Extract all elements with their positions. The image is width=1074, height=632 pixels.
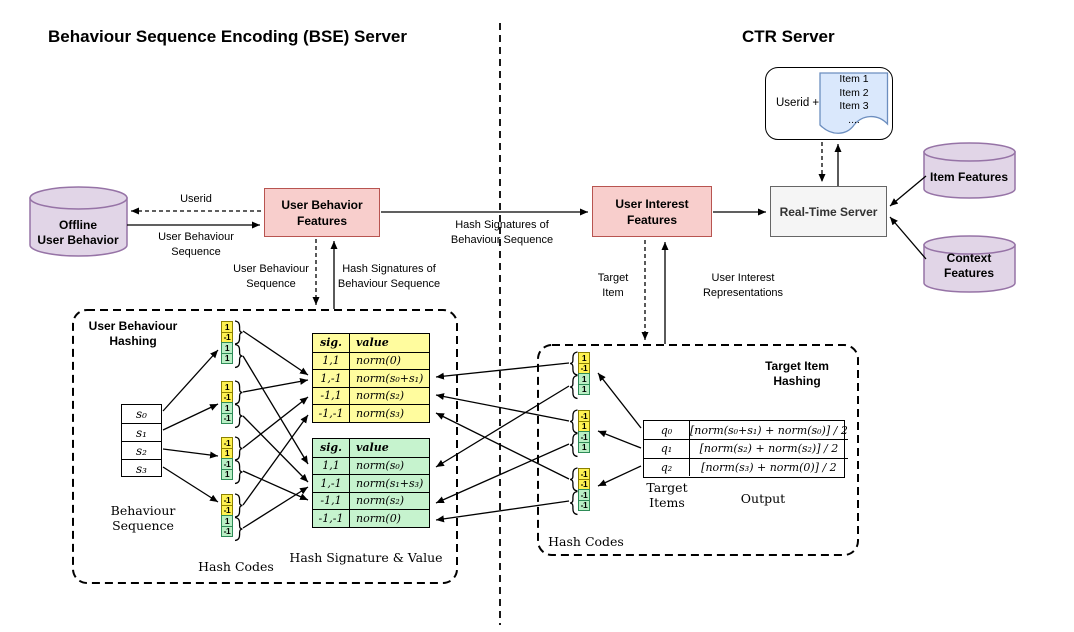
user-behaviour-hashing-box [72,309,458,584]
sequence-cell-s0: s₀ [136,407,147,422]
ctr-server-title: CTR Server [742,27,835,46]
userid-edge-label: Userid [180,193,212,205]
user-behavior-features-node: User Behavior Features [264,188,380,237]
arrow-g3y-to-sig [242,396,309,449]
target-item-hashing-box [537,344,859,556]
sequence-cell-s3: s₃ [122,459,161,477]
arrow-context-features-to-rts [889,216,927,260]
behaviour-sequence-stack: s₀ s₁ s₂ s₃ [121,404,162,477]
ctr-hash-code-group-2: -1 -1 -1 -1 [578,468,590,511]
arrow-q2g-to-sig [435,500,570,523]
items-document-icon [819,72,889,134]
arrow-g2g-to-sig [242,415,309,483]
context-features-cylinder [923,235,1016,293]
context-features-label: Context Features [943,251,995,280]
offline-user-behavior-cylinder [29,186,128,257]
user-interest-repr-label: User Interest Representations [702,272,784,299]
ctr-hash-codes-caption: Hash Codes [548,534,624,549]
arrow-q2y-to-sig [435,412,570,480]
ctr-hash-code-group-0: 1 -1 1 1 [578,352,590,395]
hash-signatures-label-mid: Hash Signatures of Behaviour Sequence [450,219,554,246]
output-caption: Output [740,491,786,506]
arrow-g1y-to-sig [242,330,309,376]
arrow-q0y-to-sig [435,362,570,380]
diagram-arrows [127,142,927,529]
item-features-cylinder [923,142,1016,199]
items-document-text: Item 1 Item 2 Item 3 .... [839,73,869,126]
userid-items-card: Item 1 Item 2 Item 3 .... Userid + [765,67,893,140]
target-item-label: Target Item [597,272,629,299]
arrow-q2-to-code [597,465,642,487]
hash-signatures-label-2: Hash Signatures of Behaviour Sequence [337,263,441,290]
item-features-label: Item Features [929,170,1009,184]
target-items-caption: Target Items [646,480,688,510]
user-behaviour-sequence-label-1: User Behaviour Sequence [158,231,234,258]
bse-hash-code-group-3: -1 -1 1 -1 [221,494,233,537]
userid-plus-label: Userid + [776,97,820,109]
bse-hash-code-group-0: 1 -1 1 1 [221,321,233,364]
arrow-s3-to-code [162,466,219,503]
bse-yellow-signature-table: sig. value 1,1 norm(0) 1,-1 norm(s₀+s₁) … [312,333,430,423]
arrow-s2-to-code [162,448,219,459]
arrow-q1y-to-sig [435,393,570,422]
arrow-g4g-to-sig [242,486,309,529]
user-behaviour-hashing-title: User Behaviour Hashing [88,319,178,348]
arrow-s1-to-code [162,403,219,431]
offline-user-behavior-label: Offline User Behavior [37,218,119,247]
target-item-output-table: q₀ [norm(s₀+s₁) + norm(s₀)] / 2 q₁ [norm… [643,420,848,478]
user-interest-features-node: User Interest Features [592,186,712,237]
arrow-q1-to-code [597,430,642,449]
arrow-s0-to-code [162,349,219,412]
bse-green-signature-table: sig. value 1,1 norm(s₀) 1,-1 norm(s₁+s₃)… [312,438,430,528]
arrow-q1g-to-sig [435,443,570,504]
bse-hash-codes-caption: Hash Codes [198,559,274,574]
bse-server-title: Behaviour Sequence Encoding (BSE) Server [48,27,407,46]
arrow-q0g-to-sig [435,385,570,468]
arrow-g1g-to-sig [242,355,309,465]
arrow-item-features-to-rts [889,175,927,207]
arrow-q0-to-code [597,372,642,429]
behaviour-sequence-caption: Behaviour Sequence [110,503,176,533]
bse-hash-code-group-1: 1 -1 1 -1 [221,381,233,424]
sequence-cell-s1: s₁ [122,423,161,441]
arrow-g4y-to-sig [242,414,309,506]
bse-hash-code-group-2: -1 1 -1 1 [221,437,233,480]
arrow-g2y-to-sig [242,378,309,393]
hash-signature-value-caption: Hash Signature & Value [289,550,443,565]
target-item-hashing-title: Target Item Hashing [765,359,829,388]
user-behaviour-sequence-label-2: User Behaviour Sequence [233,263,309,290]
real-time-server-node: Real-Time Server [770,186,887,237]
ctr-hash-code-group-1: -1 1 -1 1 [578,410,590,453]
sequence-cell-s2: s₂ [122,441,161,459]
arrow-g3g-to-sig [242,470,309,501]
